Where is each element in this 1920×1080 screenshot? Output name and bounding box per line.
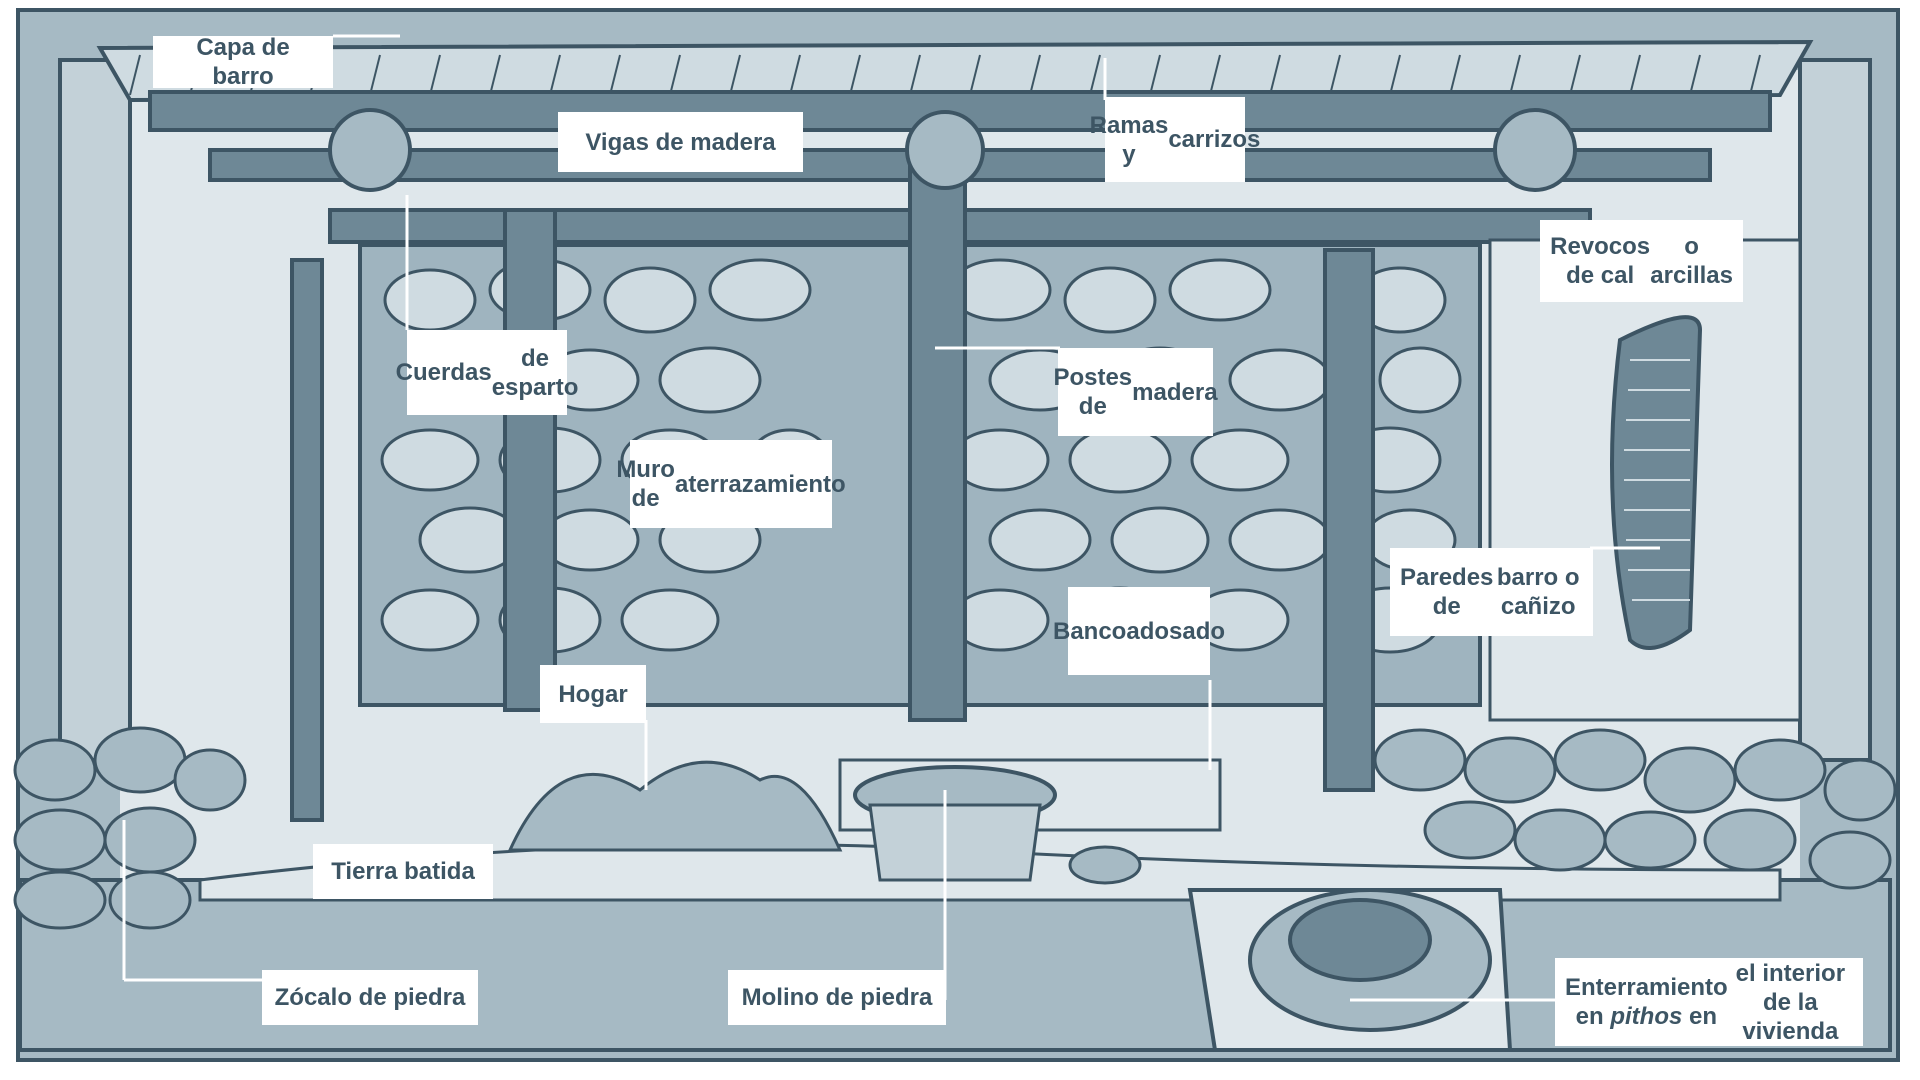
left-wall: [58, 58, 132, 762]
pithos-italic: pithos: [1610, 1003, 1683, 1030]
log-end-left: [328, 108, 412, 192]
label-zocalo-de-piedra: Zócalo de piedra: [262, 970, 478, 1025]
cane-panel: [1610, 315, 1703, 650]
label-molino-de-piedra: Molino de piedra: [728, 970, 946, 1025]
right-wall: [1798, 58, 1872, 762]
label-tierra-batida: Tierra batida: [313, 844, 493, 899]
log-end-right: [1493, 108, 1577, 192]
loose-stone: [1068, 845, 1142, 885]
cane-panel-lines: [1624, 359, 1690, 601]
stone-plinth-right: [1373, 728, 1897, 890]
label-enterramiento-pithos: Enterramiento en pithos en el interior d…: [1555, 958, 1863, 1046]
pithos-mouth: [1288, 898, 1432, 982]
millstone-base: [868, 803, 1042, 882]
roof-mud-layer: [96, 39, 1814, 103]
stone-plinth-left: [13, 726, 247, 930]
log-end-center: [905, 110, 985, 190]
leader-lines: [122, 34, 1660, 1002]
post-center: [908, 148, 967, 722]
post-left-front: [290, 258, 324, 822]
post-left: [503, 208, 557, 712]
post-right: [1323, 248, 1375, 792]
roof-hatching: [129, 54, 1761, 96]
label-vigas-de-madera: Vigas de madera: [558, 112, 803, 172]
hearth: [507, 760, 843, 852]
label-capa-de-barro: Capa de barro: [153, 34, 333, 90]
label-hogar: Hogar: [540, 665, 646, 723]
